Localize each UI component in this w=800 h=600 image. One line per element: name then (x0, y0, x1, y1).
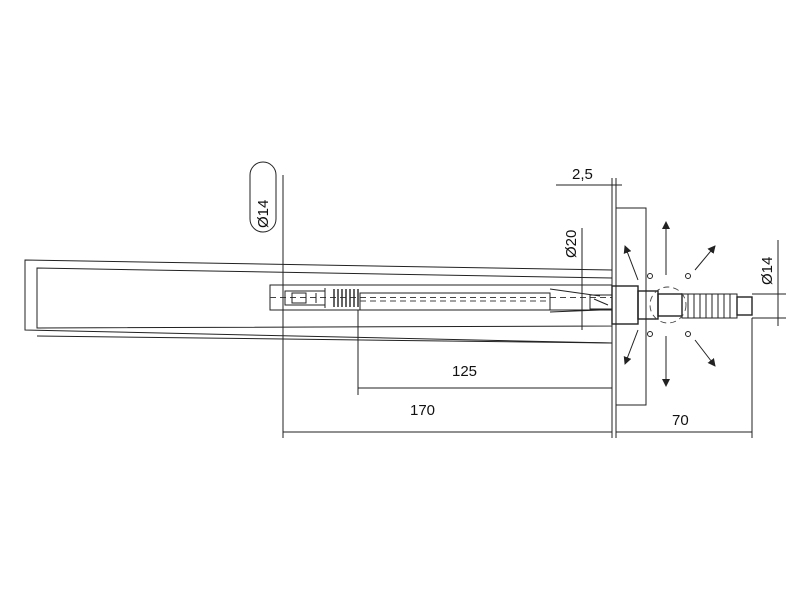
projection-label: 70 (672, 412, 689, 429)
inner-diameter-label: Ø14 (255, 200, 272, 228)
outer-diameter-label: Ø14 (759, 257, 776, 285)
dimension-anchor-length: 170 (283, 343, 613, 438)
dimension-projection: 70 (615, 318, 753, 438)
concrete-block (24, 259, 613, 344)
dimension-outer-diameter: Ø14 (752, 240, 786, 326)
brick-wall (615, 207, 647, 406)
dimension-embed-depth: 125 (357, 310, 612, 395)
expansion-arrow-icon (623, 221, 716, 387)
bore-diameter-label: Ø20 (563, 230, 580, 258)
anchor-ribs (333, 289, 359, 307)
dimension-inner-diameter: Ø14 (249, 161, 284, 438)
dimension-plate-thickness: 2,5 (556, 166, 622, 270)
plate-thickness-label: 2,5 (572, 166, 593, 183)
bore-hole (269, 284, 613, 311)
thread (681, 293, 738, 319)
anchor-length-label: 170 (410, 402, 435, 419)
embed-depth-label: 125 (452, 363, 477, 380)
anchor-head (611, 285, 753, 325)
anchor-sleeve (284, 288, 613, 313)
dimension-bore-diameter: Ø20 (563, 228, 583, 330)
